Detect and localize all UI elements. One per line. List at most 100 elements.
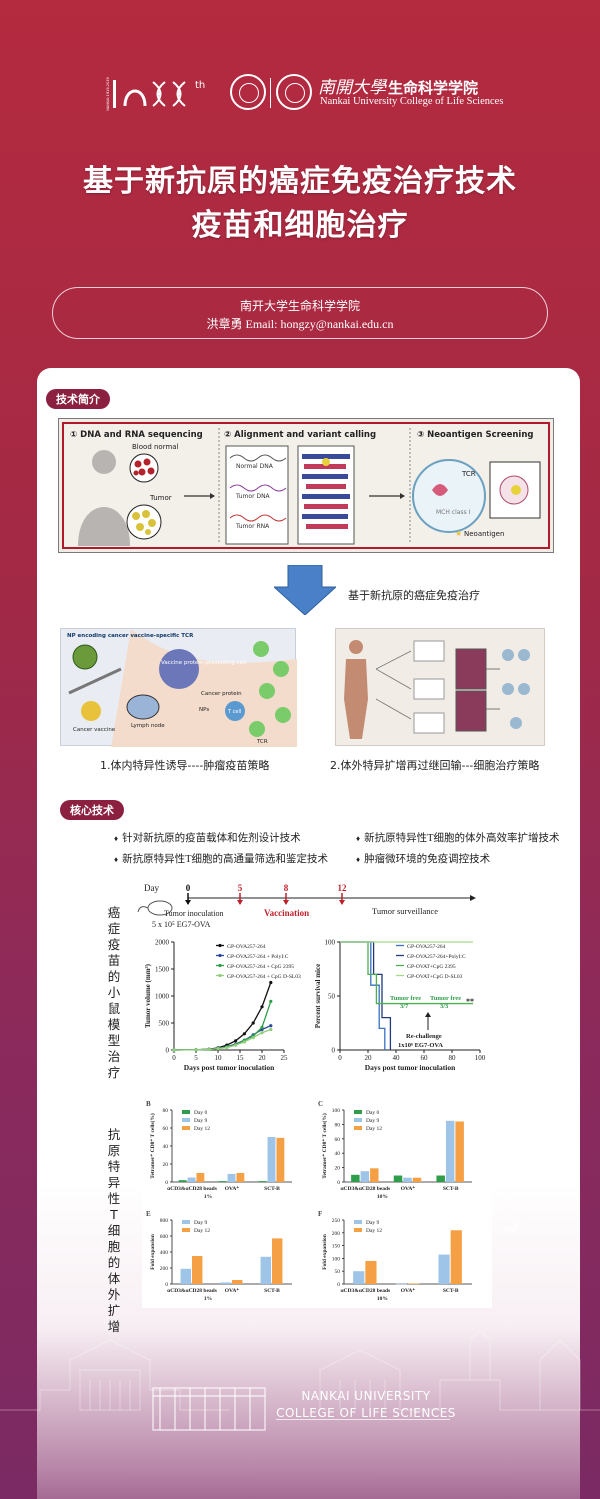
tumor-x-tick-label: 5 (194, 1054, 198, 1062)
bar-b-category-label: SCT-B (264, 1186, 280, 1192)
workflow-figure: ① DNA and RNA sequencing ② Alignment and… (58, 418, 554, 553)
university-name-cn: 南開大學生命科学学院 (318, 73, 478, 98)
caption-cell-therapy: 2.体外特异扩增再过继回输---细胞治疗策略 (330, 759, 540, 772)
bar-e-bar (272, 1238, 283, 1284)
timeline-vaccination: Vaccination (264, 908, 309, 918)
vaccine-cell-label: Vaccine protein-presenting cell (161, 660, 247, 666)
bar-e-category-label: OVA⁺ (225, 1287, 240, 1294)
t-cell-icon (412, 459, 486, 533)
timeline-arrow-0-icon (185, 900, 191, 905)
core-bullet-right-2: 肿瘤微环境的免疫调控技术 (356, 851, 560, 866)
bar-c-legend-label: Day 0 (366, 1110, 380, 1116)
title-line-2: 疫苗和细胞治疗 (191, 208, 409, 243)
tumor-series-point (242, 1032, 246, 1036)
timeline-dose: 5 x 10⁵ EG7-OVA (152, 920, 211, 929)
footer-line-2: COLLEGE OF LIFE SCIENCES (276, 1406, 456, 1420)
survival-x-label: Days post tumor inoculation (365, 1063, 456, 1072)
bar-c-y-tick-label: 0 (337, 1180, 340, 1186)
tcell-label: T cell (227, 709, 241, 715)
bar-e-y-tick-label: 0 (165, 1282, 168, 1288)
bar-c-legend-swatch (354, 1126, 362, 1130)
bar-b-category-label: αCD3&αCD28 beads (167, 1186, 217, 1192)
tumor-x-tick-label: 25 (281, 1054, 289, 1062)
workflow-figure-frame: ① DNA and RNA sequencing ② Alignment and… (62, 422, 550, 549)
timeline-day-5: 5 (237, 883, 243, 905)
core-bullet-left-1: 针对新抗原的疫苗载体和佐剂设计技术 (114, 830, 328, 845)
tumor-legend-label: GP-OVA257-264 + CpG D-SL03 (227, 974, 301, 980)
bar-e-bar (260, 1256, 271, 1284)
footer-underline (276, 1419, 450, 1420)
bar-e-y-tick-label: 200 (160, 1266, 169, 1272)
author-box: 南开大学生命科学学院 洪章勇 Email: hongzy@nankai.edu.… (52, 287, 548, 339)
tumor-series-point (234, 1043, 238, 1047)
survival-x-tick-label: 0 (338, 1054, 342, 1062)
bar-f-y-tick-label: 0 (337, 1282, 340, 1288)
bar-b-bar (276, 1137, 285, 1182)
mhc-label: MCH class I (436, 509, 471, 516)
bar-e-category-label: SCT-B (264, 1288, 280, 1294)
bar-e-bar (192, 1256, 203, 1284)
author-affiliation: 南开大学生命科学学院 (239, 299, 360, 313)
bar-f-y-tick-label: 100 (332, 1256, 341, 1262)
bar-c-y-tick-label: 20 (335, 1166, 341, 1172)
logo-divider (270, 78, 271, 108)
logo-row: NANKAI 1919-2019 th 南開大學生命科学学院 Nankai Un… (0, 72, 600, 116)
np-particle-icon (72, 644, 98, 670)
bar-f-legend-swatch (354, 1220, 362, 1224)
rechallenge-dose: 1x10⁶ EG7-OVA (398, 1042, 443, 1049)
bar-c-legend-swatch (354, 1118, 362, 1122)
bar-f-category-label: αCD3&αCD28 beads (340, 1288, 390, 1294)
workflow-step-3: ③ Neoantigen Screening (417, 430, 533, 440)
nankai-seal-icon (230, 74, 266, 110)
tumor-series-point (251, 1035, 255, 1040)
bar-c-category-label: αCD3&αCD28 beads (340, 1186, 390, 1192)
timeline-day-12-label: 12 (338, 883, 348, 893)
survival-tumor-free-1: Tumor free (390, 995, 421, 1002)
timeline-day-0-label: 0 (186, 883, 191, 893)
np-label: NP encoding cancer vaccine-specific TCR (67, 633, 194, 639)
bar-b-legend-label: Day 12 (194, 1126, 210, 1132)
survival-series-line (340, 941, 386, 1050)
tumor-legend-marker (218, 943, 222, 948)
survival-y-tick-label: 50 (328, 993, 336, 1001)
bar-b-bar (236, 1173, 245, 1182)
bar-f-bar (438, 1254, 450, 1284)
bird-icon-small (499, 1220, 523, 1236)
bar-e-legend-swatch (182, 1228, 190, 1232)
alignment-reads (302, 454, 350, 529)
tumor-y-tick-label: 0 (166, 1047, 170, 1055)
bar-f-legend-label: Day 9 (366, 1220, 380, 1226)
anniv-superscript: th (195, 80, 205, 91)
survival-x-tick-label: 20 (365, 1054, 373, 1062)
timeline-arrow-8-icon (283, 900, 289, 905)
bar-f-bar (450, 1230, 462, 1284)
tumor-x-tick-label: 15 (237, 1054, 245, 1062)
lymph-node-label: Lymph node (131, 723, 165, 729)
timeline-arrow-12-icon (339, 900, 345, 905)
tumor-rna-label: Tumor RNA (235, 523, 270, 530)
tumor-y-label: Tumor volume (mm³) (144, 963, 152, 1028)
core-bullets-right: 新抗原特异性T细胞的体外高效率扩增技术 肿瘤微环境的免疫调控技术 (356, 830, 560, 872)
bar-b-bar (187, 1177, 196, 1182)
bar-e-bar (220, 1282, 231, 1284)
bar-e-group-label: 1% (204, 1296, 212, 1302)
bar-e-y-tick-label: 800 (160, 1218, 169, 1224)
bar-b-y-tick-label: 60 (163, 1126, 169, 1132)
bar-b-y-tick-label: 40 (163, 1144, 169, 1150)
timeline-arrow-5-icon (237, 900, 243, 905)
survival-x-tick-label: 80 (449, 1054, 457, 1062)
bar-c-bar (455, 1121, 464, 1182)
nps-label: NPs (199, 707, 209, 713)
survival-legend-label: GP-OVA257-264 (407, 944, 446, 950)
footer-line-1: NANKAI UNIVERSITY (301, 1389, 431, 1403)
survival-legend-label: GP-OVAT+CpG 2395 (407, 964, 456, 970)
college-seal-icon (276, 74, 312, 110)
bar-c-bar (445, 1120, 455, 1182)
bar-c-category-label: SCT-B (443, 1186, 459, 1192)
bar-c-bar (393, 1175, 403, 1182)
bar-e-legend-label: Day 9 (194, 1220, 208, 1226)
tumor-y-tick-label: 1000 (155, 993, 170, 1001)
timeline-day-12: 12 (338, 883, 348, 905)
